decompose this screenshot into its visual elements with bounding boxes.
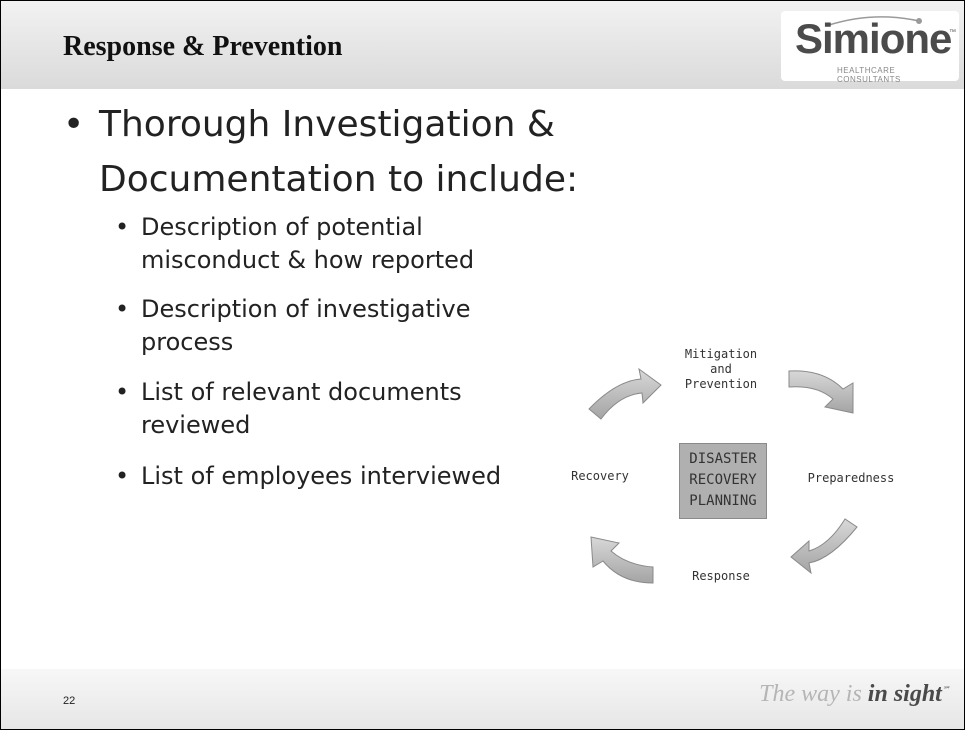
logo-trademark: ™ <box>949 29 956 36</box>
center-box: DISASTER RECOVERY PLANNING <box>679 443 767 519</box>
sub-bullet-text: Description of investigative process <box>141 295 471 356</box>
slide-title: Response & Prevention <box>63 31 343 62</box>
tagline-service-mark: ℠ <box>941 685 950 694</box>
arrow-response-to-recovery-icon <box>590 536 654 584</box>
page-number: 22 <box>63 695 76 707</box>
label-mitigation: Mitigation and Prevention <box>671 347 771 392</box>
tagline: The way is in sight℠ <box>759 681 950 708</box>
label-mitigation-line: and <box>710 362 732 376</box>
bullet-dot: • <box>115 295 130 323</box>
cycle-arrows <box>588 367 858 584</box>
center-line: PLANNING <box>689 493 757 509</box>
sub-bullet-text: Description of potential misconduct & ho… <box>141 213 475 274</box>
bullet-dot: • <box>115 378 130 406</box>
bullet-dot: • <box>115 462 130 490</box>
logo-wordmark: Simione <box>795 15 952 62</box>
arrow-preparedness-to-response-icon <box>790 518 858 575</box>
arrow-recovery-to-mitigation-icon <box>588 367 662 420</box>
logo-subtitle: HEALTHCARE CONSULTANTS <box>837 66 901 84</box>
center-line: RECOVERY <box>689 472 757 488</box>
label-response: Response <box>692 569 750 583</box>
label-recovery: Recovery <box>571 469 629 483</box>
slide-header: Response & Prevention Simione ™ HEALTHCA… <box>1 1 964 89</box>
label-mitigation-line: Mitigation <box>684 347 758 361</box>
sub-bullet-text: List of employees interviewed <box>141 462 502 490</box>
bullet-dot: • <box>63 104 85 145</box>
label-preparedness: Preparedness <box>807 471 895 485</box>
main-bullet-text: Thorough Investigation & Documentation t… <box>99 104 579 200</box>
slide-footer: 22 The way is in sight℠ <box>1 669 964 729</box>
arrow-mitigation-to-preparedness-icon <box>788 370 854 414</box>
tagline-bold: in sight <box>867 681 942 707</box>
logo-arc-icon <box>828 16 922 26</box>
simione-logo: Simione ™ HEALTHCARE CONSULTANTS <box>781 11 959 84</box>
disaster-recovery-diagram: Mitigation and Prevention Preparedness R… <box>561 331 921 601</box>
label-mitigation-line: Prevention <box>684 377 758 391</box>
sub-bullet-text: List of relevant documents reviewed <box>141 378 462 439</box>
bullet-dot: • <box>115 213 130 241</box>
center-line: DISASTER <box>689 451 757 467</box>
tagline-light: The way is <box>759 681 868 707</box>
